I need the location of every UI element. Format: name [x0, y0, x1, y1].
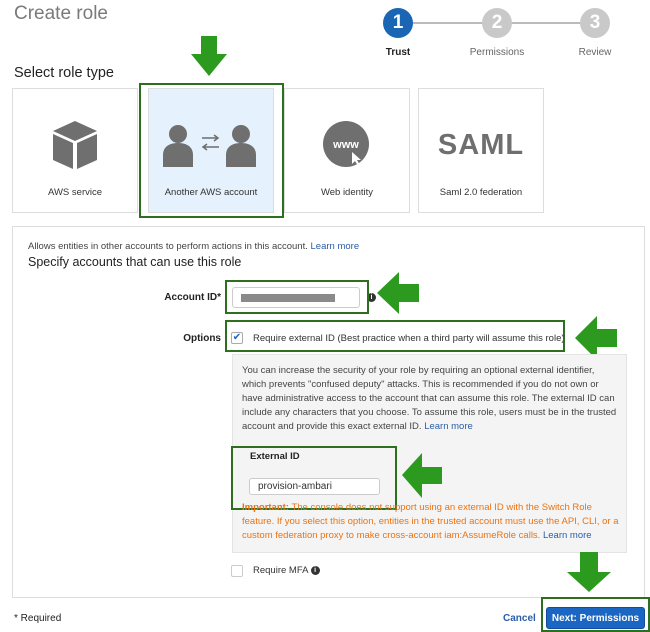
- account-id-label: Account ID*: [164, 292, 221, 303]
- step-label-trust: Trust: [385, 47, 411, 58]
- role-description: Allows entities in other accounts to per…: [28, 241, 360, 252]
- card-label: Saml 2.0 federation: [439, 187, 523, 198]
- step-label-review: Review: [578, 47, 612, 58]
- svg-text:www: www: [332, 139, 359, 151]
- step-1: 1: [383, 8, 413, 38]
- important-note: Important: The console does not support …: [242, 502, 619, 541]
- role-settings-panel: [12, 226, 645, 598]
- learn-more-link[interactable]: Learn more: [310, 241, 360, 252]
- page-title: Create role: [14, 3, 108, 24]
- card-label: Web identity: [320, 187, 374, 198]
- role-card-saml-federation[interactable]: SAML Saml 2.0 federation: [418, 88, 544, 213]
- info-icon[interactable]: i: [367, 293, 376, 302]
- redacted-value: [241, 293, 335, 302]
- card-label: AWS service: [47, 187, 103, 198]
- select-role-type-heading: Select role type: [14, 65, 114, 81]
- saml-icon: SAML: [437, 128, 525, 161]
- step-2: 2: [482, 8, 512, 38]
- role-card-aws-service[interactable]: AWS service: [12, 88, 138, 213]
- annotation-arrow-left-icon: [402, 453, 442, 498]
- specify-accounts-heading: Specify accounts that can use this role: [28, 255, 242, 269]
- annotation-highlight-box: [225, 280, 369, 314]
- accounts-exchange-icon: [163, 125, 256, 167]
- required-note: * Required: [14, 613, 62, 624]
- card-label: Another AWS account: [164, 187, 258, 198]
- step-3: 3: [580, 8, 610, 38]
- learn-more-link[interactable]: Learn more: [424, 421, 473, 432]
- next-permissions-button[interactable]: Next: Permissions: [546, 607, 645, 629]
- step-label-permissions: Permissions: [469, 47, 525, 58]
- options-label: Options: [183, 333, 221, 344]
- info-icon[interactable]: i: [310, 565, 320, 575]
- require-mfa-checkbox[interactable]: [231, 565, 243, 577]
- annotation-highlight-box: [541, 597, 650, 632]
- external-id-section: [232, 354, 627, 553]
- annotation-highlight-box: [225, 320, 565, 352]
- require-mfa: Require MFA i: [253, 565, 320, 576]
- www-icon: www: [323, 121, 369, 167]
- cancel-button[interactable]: Cancel: [503, 613, 536, 624]
- annotation-arrow-down-icon: [191, 36, 227, 76]
- annotation-highlight-box: [139, 83, 284, 218]
- external-id-input[interactable]: provision-ambari: [249, 478, 380, 495]
- annotation-highlight-box: [231, 446, 397, 510]
- role-card-another-aws-account[interactable]: Another AWS account: [148, 88, 274, 213]
- annotation-arrow-left-icon: [377, 272, 419, 314]
- require-external-id-checkbox[interactable]: ✔: [231, 332, 243, 344]
- annotation-arrow-down-icon: [567, 552, 611, 592]
- learn-more-link[interactable]: Learn more: [542, 530, 592, 541]
- external-id-help: You can increase the security of your ro…: [242, 365, 617, 432]
- annotation-arrow-left-icon: [575, 316, 617, 360]
- role-card-web-identity[interactable]: www Web identity: [284, 88, 410, 213]
- external-id-label: External ID: [250, 451, 300, 462]
- account-id-input[interactable]: [232, 287, 360, 308]
- require-external-id-label: Require external ID (Best practice when …: [253, 333, 565, 344]
- cube-icon: [53, 121, 97, 169]
